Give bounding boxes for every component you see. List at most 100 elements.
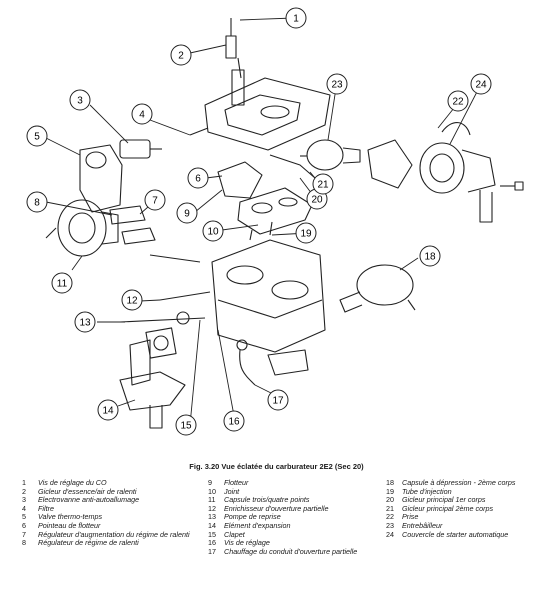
callout-circle	[285, 7, 307, 29]
legend-number: 17	[208, 546, 216, 556]
callout-circle	[223, 410, 245, 432]
legend-text: Joint	[224, 486, 240, 496]
secondary-vacuum-capsule	[339, 264, 416, 313]
legend-text: Valve thermo-temps	[38, 512, 103, 522]
legend-text: Capsule à dépression - 2ème corps	[402, 478, 516, 487]
legend-text: Régulateur d'augmentation du régime de r…	[38, 529, 190, 539]
legend-text: Gicleur principal 2ème corps	[402, 503, 494, 513]
callout-number: 12	[126, 296, 138, 307]
callout-4: 4	[131, 103, 153, 125]
callout-number: 6	[195, 174, 201, 185]
callout-2: 2	[170, 44, 192, 66]
callout-8: 8	[26, 191, 48, 213]
legend-number: 4	[22, 503, 26, 513]
callout-number: 20	[311, 195, 323, 206]
callout-23: 23	[326, 73, 348, 95]
legend-number: 8	[22, 538, 26, 548]
thermo-time-valve-bracket	[79, 144, 123, 213]
callout-circle	[170, 44, 192, 66]
legend-text: Gicleur principal 1er corps	[402, 495, 486, 505]
legend-text: Entrebâilleur	[402, 520, 443, 530]
legend-text: Capsule trois/quatre points	[224, 495, 310, 505]
callout-number: 11	[57, 279, 68, 290]
callout-circle	[131, 103, 153, 125]
callout-17: 17	[267, 389, 289, 411]
callout-number: 23	[331, 80, 343, 91]
legend-text: Prise	[402, 512, 419, 522]
callout-19: 19	[295, 222, 317, 244]
callout-number: 7	[152, 196, 158, 207]
callout-3: 3	[69, 89, 91, 111]
legend-item: 17 Chauffage du conduit d'ouverture parti…	[208, 546, 373, 557]
legend-text: Elément d'expansion	[224, 520, 291, 530]
legend-item: 18 Capsule à dépression - 2ème corps	[386, 478, 551, 488]
legend-item: 11 Capsule trois/quatre points	[208, 496, 373, 505]
legend-text: Pointeau de flotteur	[38, 520, 101, 530]
float	[217, 161, 263, 199]
callout-5: 5	[26, 125, 48, 147]
callout-number: 9	[184, 209, 190, 220]
callout-18: 18	[419, 245, 441, 267]
legend-text: Couvercle de starter automatique	[402, 529, 509, 539]
callout-1: 1	[285, 7, 307, 29]
legend-number: 13	[208, 512, 216, 522]
callout-number: 8	[34, 198, 40, 209]
legend-item: 10 Joint	[208, 486, 373, 497]
callout-circle	[312, 173, 334, 195]
callout-circle	[74, 311, 96, 333]
callout-circle	[202, 220, 224, 242]
legend-text: Vis de réglage	[224, 538, 270, 548]
callout-12: 12	[121, 289, 143, 311]
legend-item: 21 Gicleur principal 2ème corps	[386, 503, 551, 514]
carburettor-main-body	[211, 221, 326, 353]
legend-number: 6	[22, 520, 26, 530]
expansion-element	[119, 371, 186, 429]
legend-number: 10	[208, 486, 216, 496]
legend-number: 21	[386, 503, 394, 513]
callout-circle	[176, 202, 198, 224]
idle-regulator-parts	[109, 205, 156, 245]
callout-circle	[144, 189, 166, 211]
callout-circle	[121, 289, 143, 311]
callout-number: 18	[424, 252, 436, 263]
callout-number: 15	[180, 421, 192, 432]
callout-22: 22	[447, 90, 469, 112]
legend-number: 11	[208, 495, 216, 505]
legend-number: 23	[386, 520, 394, 530]
callout-circle	[175, 414, 197, 436]
callout-number: 3	[77, 96, 83, 107]
callout-circle	[69, 89, 91, 111]
legend-item: 6 Pointeau de flotteur	[22, 520, 192, 531]
callout-circle	[26, 191, 48, 213]
legend-number: 3	[22, 495, 26, 505]
callout-number: 19	[300, 229, 312, 240]
callout-7: 7	[144, 189, 166, 211]
legend-number: 18	[386, 478, 394, 487]
accelerator-pump	[129, 327, 177, 386]
callout-number: 13	[79, 318, 91, 329]
callout-number: 21	[317, 180, 329, 191]
callout-circle	[51, 272, 73, 294]
callout-circle	[470, 73, 492, 95]
legend-text: Chauffage du conduit d'ouverture partiel…	[224, 546, 358, 556]
callout-number: 22	[452, 97, 464, 108]
small-parts	[119, 127, 316, 386]
callout-13: 13	[74, 311, 96, 333]
